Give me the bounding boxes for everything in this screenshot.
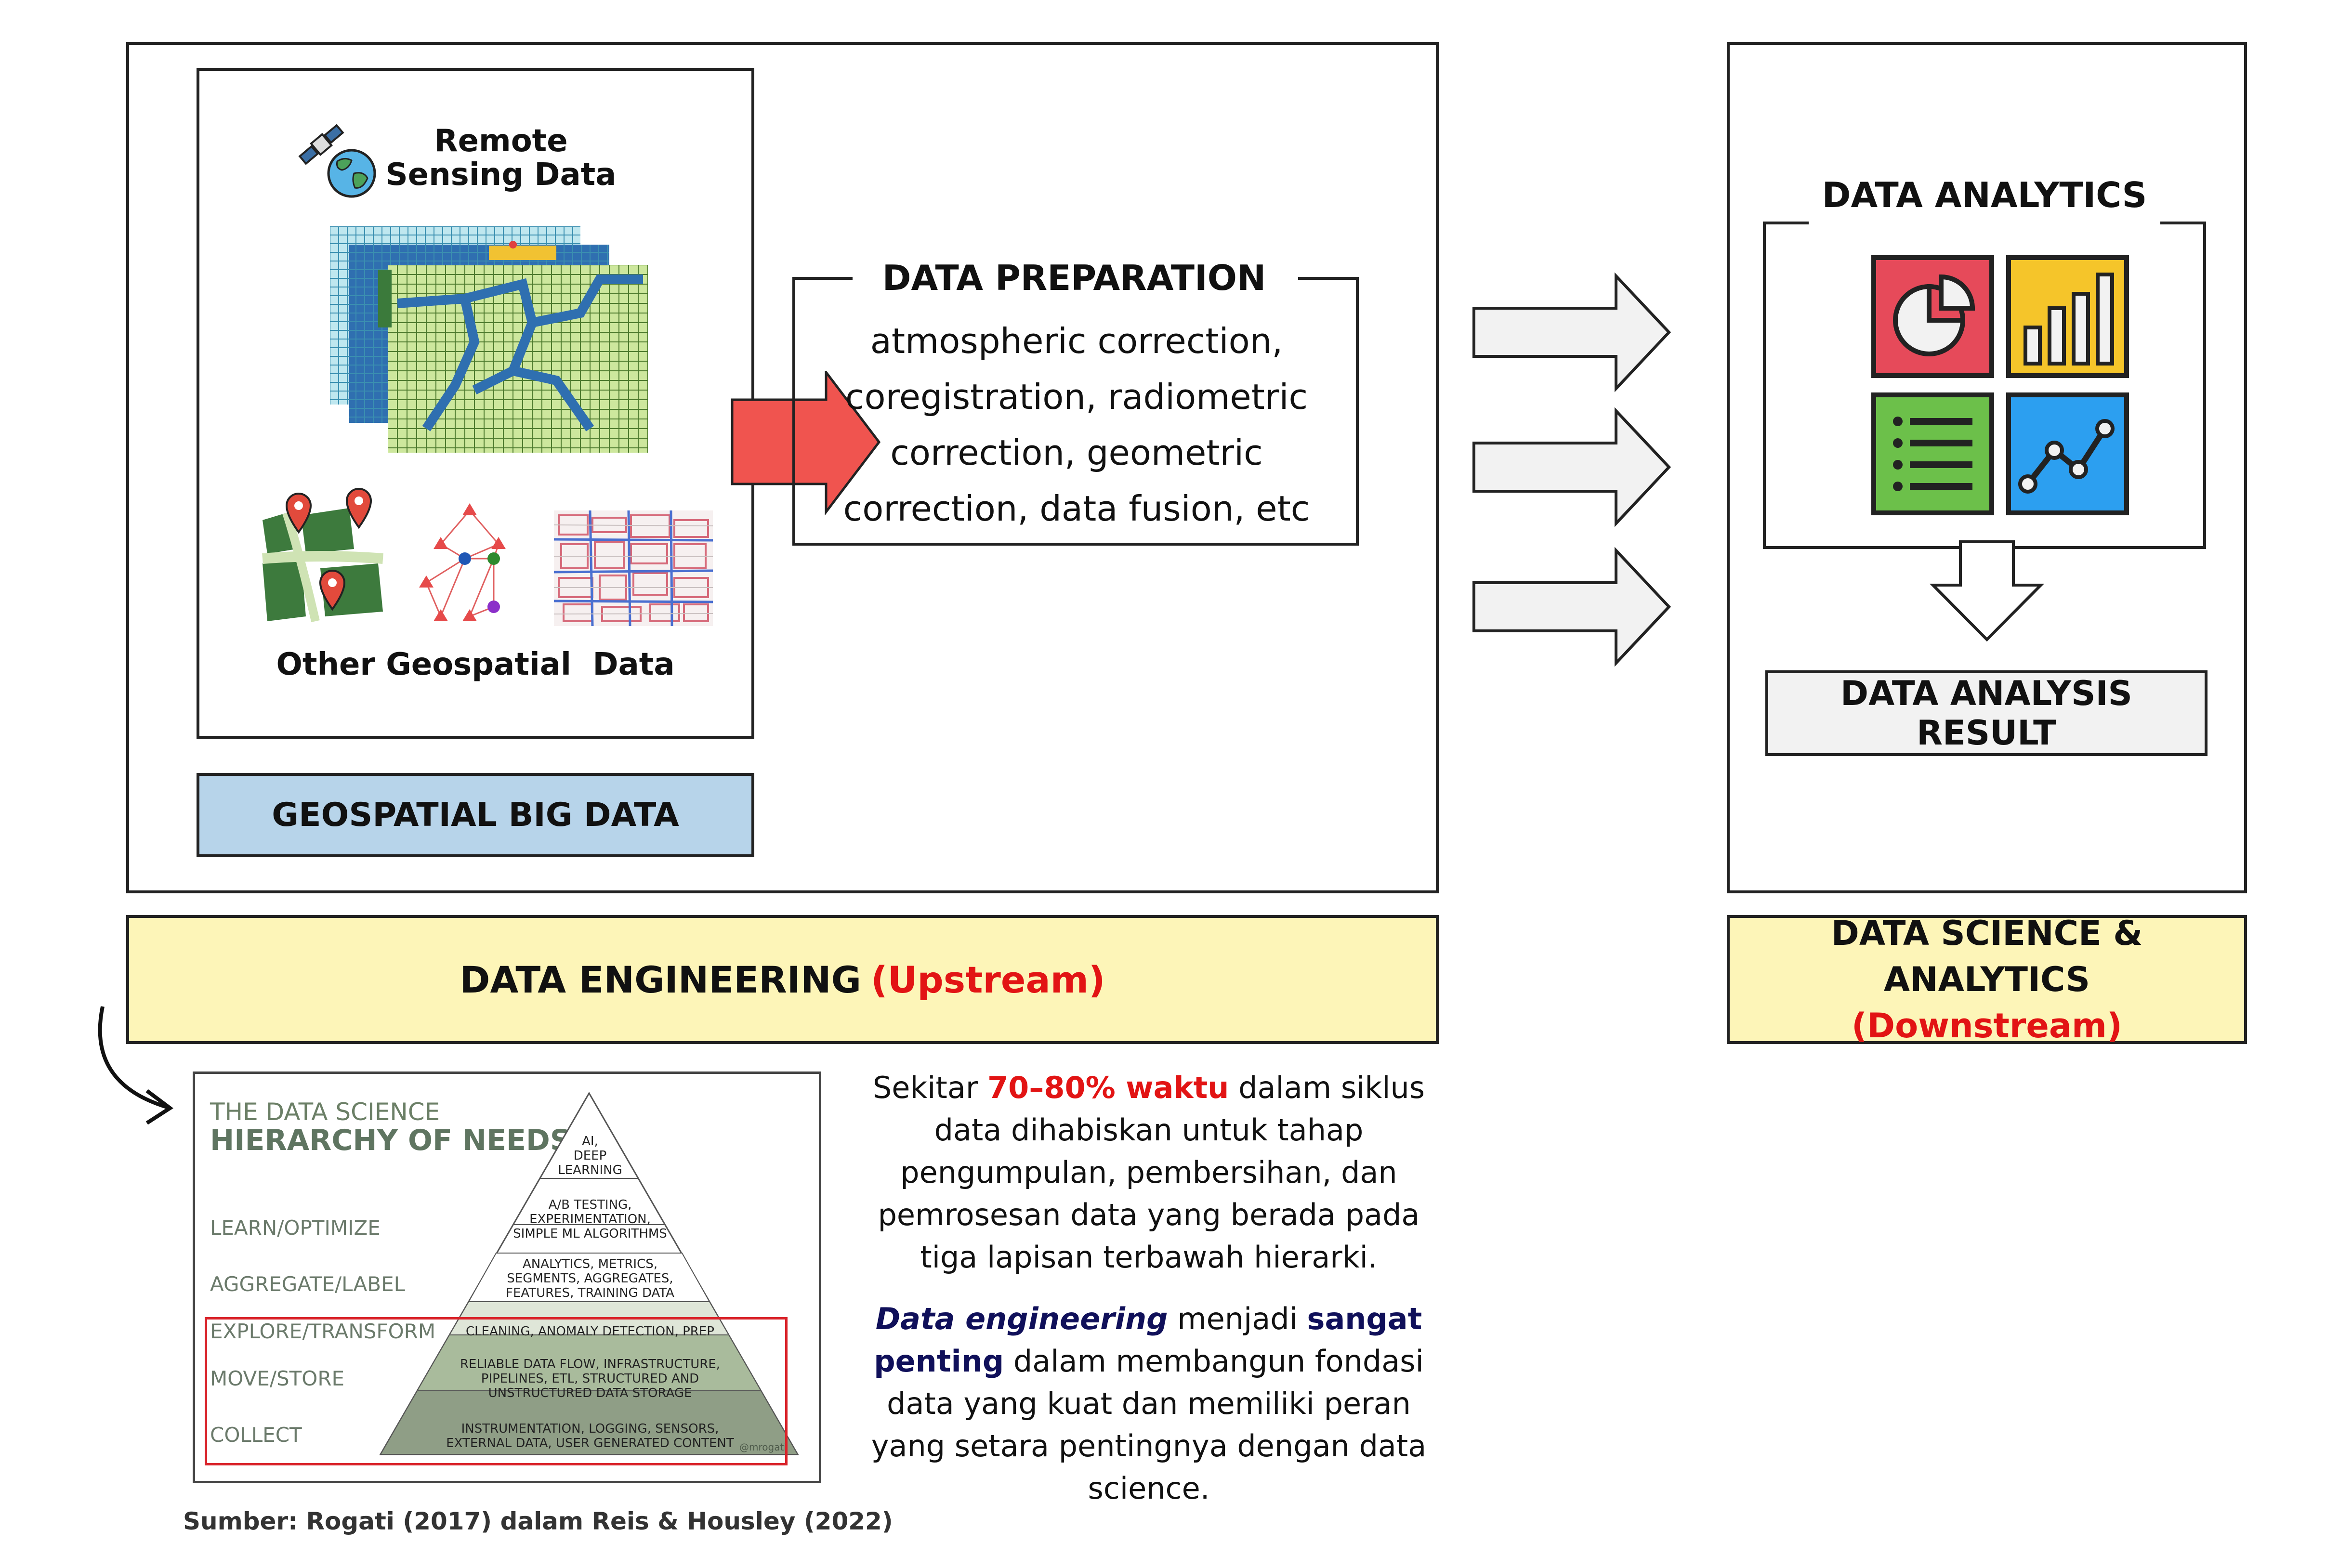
- data-preparation-title: DATA PREPARATION: [882, 258, 1266, 298]
- paragraph-importance: Data engineering menjadi sangat penting …: [862, 1298, 1435, 1510]
- globe-icon: [327, 149, 376, 198]
- tier-line: EXPERIMENTATION,: [529, 1212, 651, 1227]
- pyramid-level-label: EXPLORE/TRANSFORM: [210, 1320, 436, 1343]
- flow-arrow: [1472, 272, 1671, 392]
- data-science-label: DATA SCIENCE & ANALYTICS: [1831, 914, 2143, 999]
- pyramid-tier-text: INSTRUMENTATION, LOGGING, SENSORS, EXTER…: [424, 1422, 756, 1450]
- remote-sensing-title: Remote Sensing Data: [381, 124, 621, 192]
- geospatial-big-data-label: GEOSPATIAL BIG DATA: [197, 773, 754, 857]
- pyramid-level-label: AGGREGATE/LABEL: [210, 1272, 406, 1296]
- effort-highlight: 70–80% waktu: [987, 1070, 1229, 1105]
- data-science-band: DATA SCIENCE & ANALYTICS (Downstream): [1727, 914, 2247, 1045]
- pyramid-tier-text: CLEANING, ANOMALY DETECTION, PREP: [446, 1324, 735, 1339]
- flow-arrow: [1472, 407, 1671, 527]
- remote-sensing-title-line2: Sensing Data: [385, 157, 617, 193]
- pyramid-title-line2: HIERARCHY OF NEEDS: [210, 1124, 571, 1157]
- lower-tiers-highlight: [205, 1317, 788, 1465]
- sangat-emphasis: sangat: [1307, 1301, 1422, 1336]
- paragraph-text: dalam membangun fondasi: [1004, 1344, 1424, 1379]
- remote-sensing-title-line1: Remote: [434, 123, 568, 159]
- tier-line: FEATURES, TRAINING DATA: [506, 1286, 674, 1300]
- pyramid-tier-text: RELIABLE DATA FLOW, INFRASTRUCTURE, PIPE…: [434, 1357, 747, 1400]
- pyramid-tier-text: ANALYTICS, METRICS, SEGMENTS, AGGREGATES…: [470, 1257, 710, 1300]
- tier-line: SIMPLE ML ALGORITHMS: [513, 1227, 667, 1241]
- pyramid-credit: @mrogati: [739, 1441, 787, 1453]
- tier-line: SEGMENTS, AGGREGATES,: [507, 1271, 673, 1286]
- tier-line: UNSTRUCTURED DATA STORAGE: [488, 1386, 692, 1400]
- pyramid-level-label: LEARN/OPTIMIZE: [210, 1216, 381, 1240]
- penting-emphasis: penting: [874, 1344, 1004, 1379]
- pie-chart-icon: [1871, 255, 1994, 378]
- preparation-step-line: correction, data fusion, etc: [843, 488, 1310, 529]
- data-analysis-result-box: DATA ANALYSIS RESULT: [1765, 670, 2208, 756]
- pyramid-graphic: [379, 1091, 799, 1455]
- paragraph-effort: Sekitar 70–80% waktu dalam siklus data d…: [862, 1067, 1435, 1279]
- tier-line: DEEP: [573, 1149, 607, 1163]
- preparation-step-line: coregistration, radiometric: [845, 377, 1308, 417]
- tier-line: AI,: [582, 1134, 598, 1149]
- paragraph-line: pemrosesan data yang berada pada: [878, 1197, 1420, 1232]
- curved-arrow-icon: [98, 1006, 173, 1125]
- pyramid-tier-text: AI, DEEP LEARNING: [491, 1134, 689, 1177]
- network-graph-icon: [419, 503, 506, 621]
- data-engineering-band: DATA ENGINEERING (Upstream): [126, 915, 1439, 1044]
- down-arrow: [1929, 540, 2045, 642]
- tier-line: RELIABLE DATA FLOW, INFRASTRUCTURE,: [460, 1357, 721, 1372]
- paragraph-text: Sekitar: [872, 1070, 988, 1105]
- paragraph-line: Data engineering menjadi sangat: [862, 1298, 1435, 1340]
- map-pins-icon: [262, 488, 383, 623]
- list-icon: [1871, 392, 1994, 515]
- pyramid-tier-text: A/B TESTING, EXPERIMENTATION, SIMPLE ML …: [470, 1198, 710, 1241]
- paragraph-line: Sekitar 70–80% waktu dalam siklus: [862, 1067, 1435, 1109]
- paragraph-line: penting dalam membangun fondasi: [862, 1340, 1435, 1383]
- tier-line: LEARNING: [558, 1163, 622, 1177]
- data-preparation-frame: [792, 277, 1359, 546]
- paragraph-line: yang setara pentingnya dengan data: [871, 1428, 1427, 1463]
- bar-chart-icon: [2006, 255, 2129, 378]
- tier-line: EXTERNAL DATA, USER GENERATED CONTENT: [446, 1436, 734, 1450]
- tier-line: CLEANING, ANOMALY DETECTION, PREP: [466, 1324, 714, 1339]
- pyramid-title-line1: THE DATA SCIENCE: [210, 1098, 440, 1126]
- flow-arrow: [1472, 547, 1671, 667]
- downstream-label: (Downstream): [1852, 1006, 2122, 1045]
- pyramid-title: THE DATA SCIENCE HIERARCHY OF NEEDS: [210, 1099, 571, 1156]
- paragraph-line: tiga lapisan terbawah hierarki.: [920, 1240, 1378, 1275]
- pyramid-level-label: COLLECT: [210, 1423, 302, 1447]
- street-map-icon: [554, 510, 713, 626]
- data-analytics-title: DATA ANALYTICS: [1822, 175, 2147, 215]
- line-chart-icon: [2006, 392, 2129, 515]
- paragraph-line: data dihabiskan untuk tahap: [934, 1112, 1364, 1148]
- paragraph-line: data yang kuat dan memiliki peran: [887, 1386, 1411, 1421]
- preparation-step-line: atmospheric correction,: [870, 321, 1283, 361]
- data-engineering-emphasis: Data engineering: [875, 1301, 1168, 1336]
- preparation-step-line: correction, geometric: [890, 432, 1263, 473]
- tier-line: INSTRUMENTATION, LOGGING, SENSORS,: [461, 1422, 719, 1436]
- pyramid-level-label: MOVE/STORE: [210, 1367, 345, 1390]
- paragraph-line: pengumpulan, pembersihan, dan: [900, 1155, 1397, 1190]
- raster-grid-icon: [330, 226, 648, 453]
- paragraph-line: science.: [1088, 1471, 1210, 1506]
- tier-line: ANALYTICS, METRICS,: [522, 1257, 658, 1271]
- upstream-label: (Upstream): [870, 958, 1105, 1001]
- paragraph-text: dalam siklus: [1229, 1070, 1425, 1105]
- satellite-icon: [298, 124, 344, 165]
- pyramid-source-caption: Sumber: Rogati (2017) dalam Reis & Housl…: [183, 1507, 893, 1535]
- data-preparation-steps: atmospheric correction, coregistration, …: [800, 313, 1353, 536]
- tier-line: A/B TESTING,: [548, 1198, 632, 1212]
- preparation-arrow: [731, 371, 881, 515]
- tier-line: PIPELINES, ETL, STRUCTURED AND: [481, 1372, 699, 1386]
- other-geospatial-title: Other Geospatial Data: [276, 647, 675, 682]
- paragraph-text: menjadi: [1168, 1301, 1307, 1336]
- data-engineering-label: DATA ENGINEERING: [460, 958, 861, 1001]
